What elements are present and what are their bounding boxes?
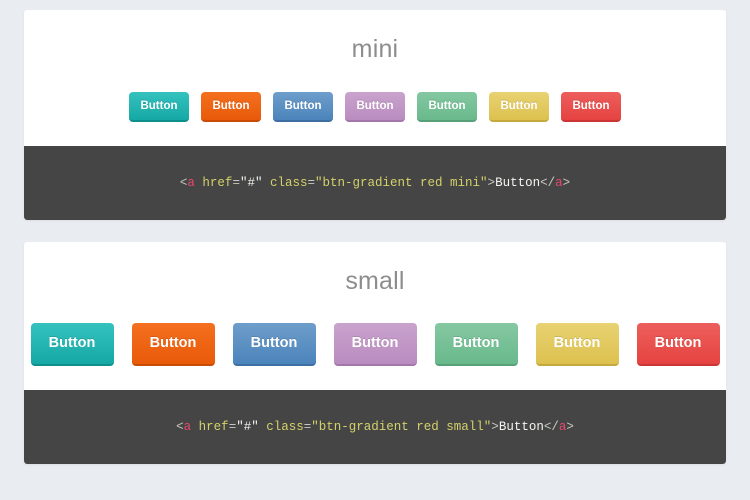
code-attr-href: href: [202, 175, 233, 190]
code-end-open: </: [540, 175, 556, 190]
button-small-teal[interactable]: Button: [30, 323, 114, 366]
code-class-value: "btn-gradient red small": [311, 420, 492, 434]
code-class-value: "btn-gradient red mini": [315, 175, 488, 190]
button-small-purple[interactable]: Button: [333, 323, 417, 366]
code-close-bracket: >: [491, 420, 499, 434]
panel-body-small: small Button Button Button Button Button…: [24, 242, 726, 391]
code-equals-2: =: [307, 175, 316, 190]
panel-body-mini: mini Button Button Button Button Button …: [24, 10, 726, 146]
code-equals-1: =: [232, 175, 240, 190]
button-small-blue[interactable]: Button: [232, 323, 316, 366]
button-mini-purple[interactable]: Button: [345, 91, 405, 122]
code-href-value: "#": [239, 175, 263, 190]
button-small-red[interactable]: Button: [636, 323, 720, 366]
button-mini-yellow[interactable]: Button: [489, 91, 549, 122]
code-snippet-small[interactable]: <a href="#" class="btn-gradient red smal…: [24, 390, 726, 464]
code-equals-1: =: [228, 420, 237, 434]
code-attr-href: href: [198, 420, 229, 434]
code-space-1: [191, 420, 199, 434]
code-open-bracket: <: [179, 175, 188, 190]
code-snippet-mini[interactable]: <a href="#" class="btn-gradient red mini…: [24, 145, 726, 220]
code-open-bracket: <: [176, 420, 184, 434]
code-equals-2: =: [303, 420, 312, 434]
code-end-open: </: [543, 420, 559, 434]
code-tag-open: a: [187, 175, 195, 190]
button-mini-orange[interactable]: Button: [201, 91, 261, 122]
code-end-close: >: [562, 175, 571, 190]
page-title-small: small: [345, 266, 405, 295]
button-row-mini: Button Button Button Button Button Butto…: [24, 91, 726, 122]
button-row-small: Button Button Button Button Button Butto…: [24, 323, 726, 366]
code-tag-close: a: [555, 175, 563, 190]
code-close-bracket: >: [487, 175, 496, 190]
button-small-green[interactable]: Button: [434, 323, 518, 366]
code-space-2: [262, 176, 270, 190]
button-mini-red[interactable]: Button: [561, 91, 621, 122]
page-container: mini Button Button Button Button Button …: [24, 10, 726, 464]
code-attr-class: class: [269, 175, 308, 190]
button-small-orange[interactable]: Button: [131, 323, 215, 366]
code-inner-text: Button: [498, 420, 544, 434]
code-inner-text: Button: [495, 175, 541, 190]
button-small-yellow[interactable]: Button: [535, 323, 619, 366]
panel-mini: mini Button Button Button Button Button …: [24, 10, 726, 220]
panel-small: small Button Button Button Button Button…: [24, 241, 726, 464]
button-mini-blue[interactable]: Button: [273, 91, 333, 122]
code-tag-close: a: [558, 420, 567, 434]
button-mini-teal[interactable]: Button: [129, 91, 189, 122]
code-end-close: >: [566, 420, 574, 434]
code-href-value: "#": [236, 420, 259, 434]
page-title-mini: mini: [351, 35, 399, 63]
code-tag-open: a: [183, 420, 192, 434]
button-mini-green[interactable]: Button: [417, 91, 477, 122]
code-attr-class: class: [266, 420, 304, 434]
